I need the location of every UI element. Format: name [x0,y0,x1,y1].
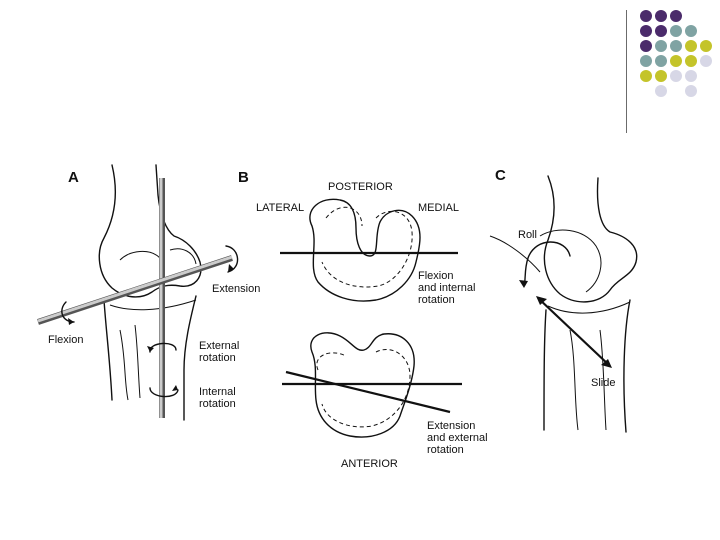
upper-tibial-plateau [309,198,421,302]
decorative-dot [655,55,667,67]
patella-edge [169,248,197,265]
decorative-dot [685,85,697,97]
decorative-dot [655,40,667,52]
decorative-dot [685,25,697,37]
tibia-c-shaft-2 [599,329,607,431]
decorative-dot [685,55,697,67]
decorative-dot [700,55,712,67]
slide-arrow [537,297,611,367]
decorative-dot [670,10,682,22]
slide-label: Slide [591,377,616,389]
decorative-dot [655,70,667,82]
tibia-outline [103,295,197,421]
decorative-dot [685,40,697,52]
decorative-dot [685,70,697,82]
tibial-plateau-c [547,301,631,314]
decorative-dot [655,85,667,97]
internal-rotation-arrow [149,387,179,398]
lower-tibial-plateau [310,332,415,438]
internal-rotation-label: Internal rotation [199,386,236,410]
decorative-vertical-rule [626,10,627,133]
extension-external-rotation-label: Extension and external rotation [427,420,488,456]
posterior-label: POSTERIOR [328,181,393,193]
decorative-dot [670,55,682,67]
external-rotation-arrowhead [147,346,154,352]
decorative-dot [670,70,682,82]
slide-arrowhead-start [536,296,547,305]
panel-b-drawing [280,198,462,438]
panel-c-letter: C [495,167,506,184]
decorative-dot [640,70,652,82]
roll-arrow [523,241,571,287]
tibia-c-shaft [569,329,579,431]
panel-a-drawing [37,164,239,421]
decorative-dot [700,40,712,52]
extension-label: Extension [212,283,261,295]
medial-label: MEDIAL [418,202,459,214]
roll-arrowhead [519,280,528,288]
extension-arrow [225,245,239,273]
lower-rotated-axis [285,370,451,414]
flexion-internal-rotation-label: Flexion and internal rotation [418,270,476,306]
upper-rotated-outline [321,206,413,288]
decorative-dot [670,25,682,37]
panel-a-letter: A [68,169,79,186]
decorative-dot [640,10,652,22]
tendon-line [489,235,541,273]
lower-rotated-outline [316,349,411,428]
slide-arrowhead-end [601,359,612,368]
internal-rotation-arrowhead [172,385,178,391]
flexion-arrowhead [68,318,74,325]
femoral-condyle-c [539,229,602,293]
decorative-dot [670,40,682,52]
roll-label: Roll [518,229,537,241]
transverse-axis-highlight [37,255,233,323]
flexion-label: Flexion [48,334,84,346]
femur-outline [98,164,202,298]
lateral-label: LATERAL [256,202,305,214]
external-rotation-label: External rotation [199,340,240,364]
tibia-c-outline [543,299,631,433]
decorative-dot [640,55,652,67]
fibula-line [119,329,129,401]
decorative-dot [655,10,667,22]
tibia-shaft-line [134,324,141,399]
decorative-dot [655,25,667,37]
panel-c-drawing [489,175,638,433]
extension-arrowhead [228,264,234,272]
femur-c-outline [543,175,638,303]
tibial-plateau [109,299,197,311]
anterior-label: ANTERIOR [341,458,398,470]
decorative-dot [640,25,652,37]
decorative-dot [640,40,652,52]
panel-b-letter: B [238,169,249,186]
